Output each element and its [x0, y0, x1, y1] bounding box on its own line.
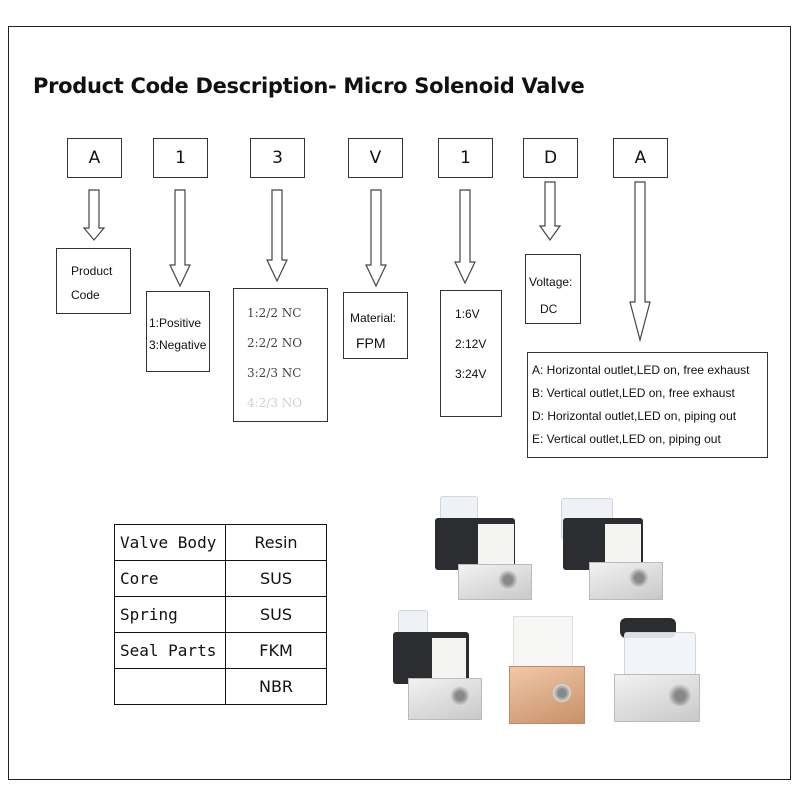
function-option-4: 4:2/3 NO [247, 396, 303, 410]
code-box-6: D [523, 138, 578, 178]
table-row: NBR [114, 668, 327, 705]
outlet-option-e: E: Vertical outlet,LED on, piping out [532, 432, 721, 446]
polarity-box: 1:Positive 3:Negative [146, 291, 210, 372]
valve-photo-2 [553, 496, 668, 606]
voltage-values-box: 1:6V 2:12V 3:24V [440, 290, 502, 417]
outlet-option-b: B: Vertical outlet,LED on, free exhaust [532, 386, 735, 400]
voltage-type-label: Voltage: [529, 275, 573, 289]
valve-photo-4 [505, 612, 590, 724]
polarity-option-1: 1:Positive [149, 316, 202, 330]
arrow-2 [169, 189, 191, 288]
code-box-5: 1 [438, 138, 493, 178]
table-cell: SUS [225, 560, 327, 597]
product-code-line-1: Product [71, 264, 113, 278]
table-row: Spring SUS [114, 596, 327, 633]
table-cell: Seal Parts [114, 632, 226, 669]
function-box: 1:2/2 NC 2:2/2 NO 3:2/3 NC 4:2/3 NO [233, 288, 328, 422]
arrow-1 [82, 189, 106, 241]
valve-photo-3 [388, 610, 488, 720]
code-box-4: V [348, 138, 403, 178]
table-cell: NBR [225, 668, 327, 705]
voltage-option-1: 1:6V [455, 307, 480, 321]
page-title: Product Code Description- Micro Solenoid… [33, 74, 585, 98]
table-cell: FKM [225, 632, 327, 669]
voltage-option-2: 2:12V [455, 337, 487, 351]
code-box-3: 3 [250, 138, 305, 178]
product-code-box: Product Code [56, 248, 131, 314]
function-option-1: 1:2/2 NC [247, 306, 302, 320]
outlet-option-a: A: Horizontal outlet,LED on, free exhaus… [532, 363, 750, 377]
voltage-type-value: DC [540, 302, 558, 316]
arrow-7 [629, 181, 651, 343]
arrow-5 [454, 189, 476, 285]
table-cell [114, 668, 226, 705]
polarity-option-2: 3:Negative [149, 338, 207, 352]
voltage-type-box: Voltage: DC [525, 254, 581, 324]
valve-photo-5 [610, 614, 706, 724]
code-box-7: A [613, 138, 668, 178]
function-option-2: 2:2/2 NO [247, 336, 303, 350]
material-value: FPM [356, 335, 386, 351]
valve-photo-1 [430, 496, 540, 606]
product-code-line-2: Code [71, 288, 100, 302]
table-cell: Resin [225, 524, 327, 561]
arrow-4 [365, 189, 387, 288]
code-box-2: 1 [153, 138, 208, 178]
material-label: Material: [350, 311, 397, 325]
code-box-1: A [67, 138, 122, 178]
table-cell: Spring [114, 596, 226, 633]
table-cell: Core [114, 560, 226, 597]
table-cell: Valve Body [114, 524, 226, 561]
outlet-option-d: D: Horizontal outlet,LED on, piping out [532, 409, 737, 423]
diagram-frame [8, 26, 791, 780]
material-box: Material: FPM [343, 292, 408, 359]
table-cell: SUS [225, 596, 327, 633]
table-row: Seal Parts FKM [114, 632, 327, 669]
table-row: Valve Body Resin [114, 524, 327, 561]
voltage-option-3: 3:24V [455, 367, 487, 381]
spec-table: Valve Body Resin Core SUS Spring SUS Sea… [114, 524, 327, 705]
arrow-3 [266, 189, 288, 283]
function-option-3: 3:2/3 NC [247, 366, 302, 380]
table-row: Core SUS [114, 560, 327, 597]
outlet-box: A: Horizontal outlet,LED on, free exhaus… [527, 352, 768, 458]
arrow-6 [538, 181, 562, 242]
